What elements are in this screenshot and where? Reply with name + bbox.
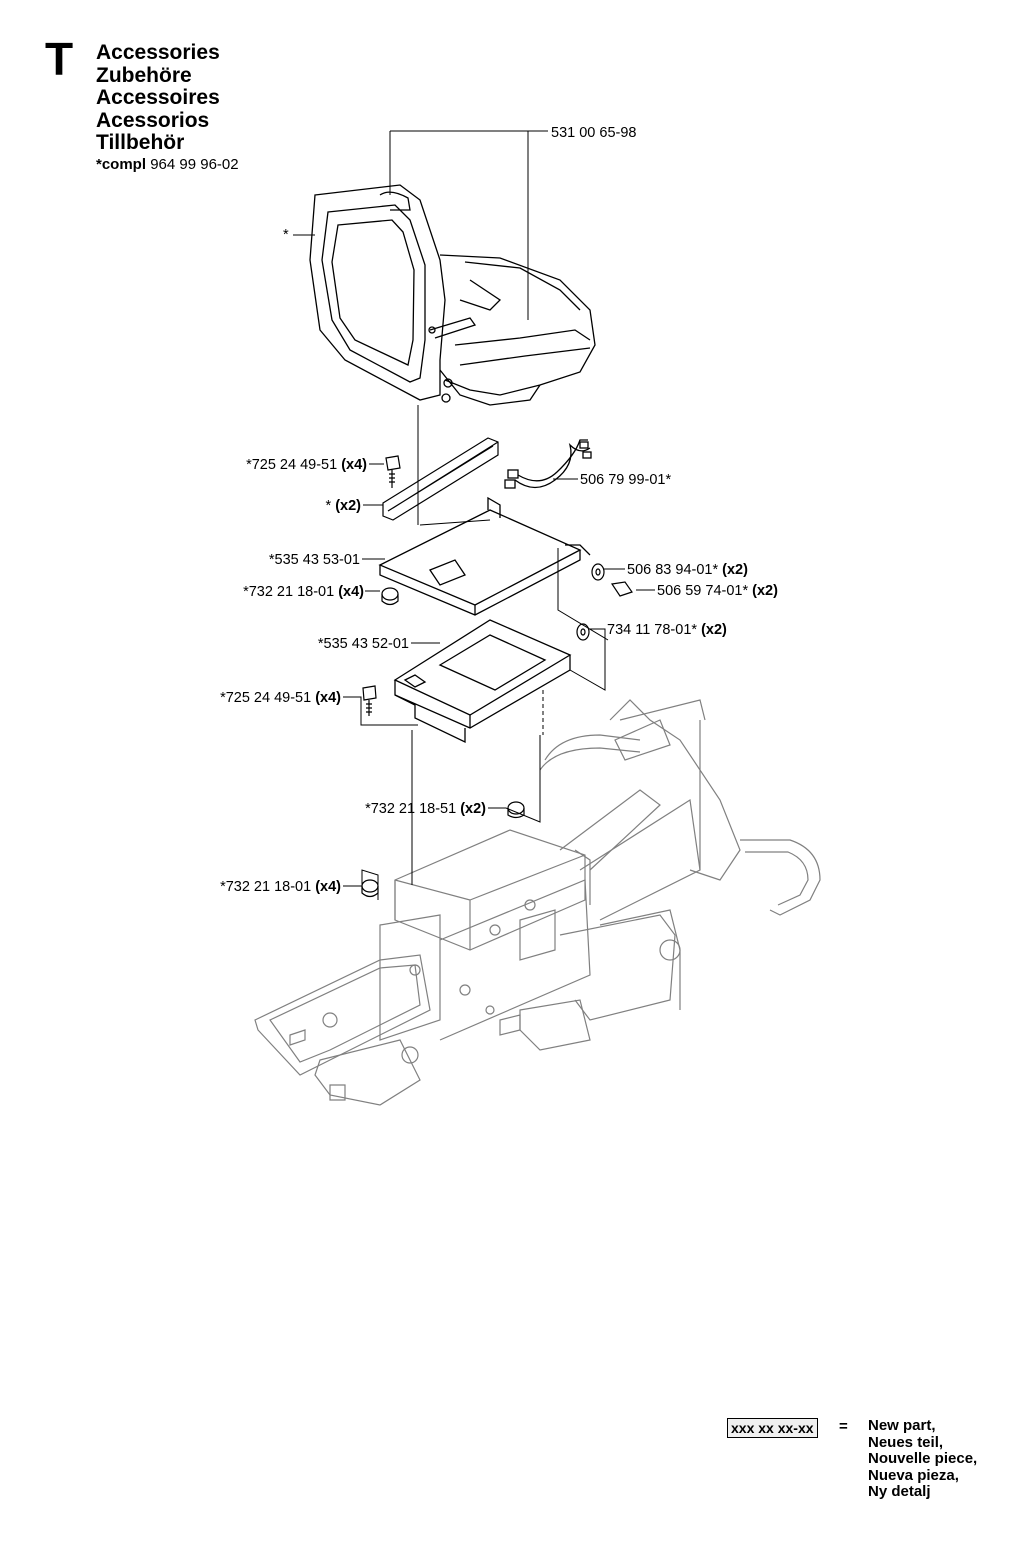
legend-line-sv: Ny detalj — [868, 1483, 931, 1500]
part-label-bolt-mid: *725 24 49-51 (x4) — [220, 690, 341, 706]
legend-text: New part, Neues teil, Nouvelle piece, Nu… — [868, 1417, 978, 1501]
part-label-rail: * (x2) — [326, 498, 362, 514]
compl-prefix: *compl — [96, 155, 147, 173]
part-label-nut-bottom: *732 21 18-01 (x4) — [220, 879, 341, 895]
legend-line-de: Neues teil, — [868, 1433, 944, 1451]
part-label-plate: *535 43 53-01 — [269, 552, 360, 568]
title-en: Accessories — [96, 41, 220, 64]
leader-lines — [293, 130, 655, 900]
legend-line-en: New part, — [868, 1417, 936, 1434]
title-de: Zubehöre — [96, 63, 192, 87]
legend-part-number-box: xxx xx xx-xx — [727, 1418, 818, 1438]
rail-drawing — [382, 437, 499, 521]
part-label-bolt-top: *725 24 49-51 (x4) — [246, 457, 367, 473]
legend-line-fr: Nouvelle piece, — [868, 1450, 978, 1467]
part-label-knob: 506 59 74-01* (x2) — [657, 583, 778, 599]
part-labels: 531 00 65-98 * *725 24 49-51 (x4) * (x2)… — [220, 125, 778, 895]
bracket-drawing — [393, 619, 572, 744]
section-letter: T — [45, 33, 74, 85]
part-label-harness: 506 79 99-01* — [580, 472, 671, 488]
legend-equals: = — [839, 1418, 848, 1435]
legend-line-es: Nueva pieza, — [868, 1466, 959, 1484]
wiring-harness-drawing — [504, 439, 592, 489]
section-titles: Accessories Zubehöre Accessoires Acessor… — [96, 41, 239, 175]
hardware-drawing — [361, 455, 633, 898]
seat-drawing — [309, 184, 596, 406]
title-sv: Tillbehör — [96, 131, 185, 155]
new-part-legend: xxx xx xx-xx = — [727, 1418, 848, 1438]
compl-number: 964 99 96-02 — [150, 155, 239, 173]
compl-kit-number: *compl 964 99 96-02 — [96, 155, 239, 175]
title-pt: Acessorios — [96, 108, 210, 132]
part-label-nut-mid: *732 21 18-51 (x2) — [365, 801, 486, 817]
part-label-bracket: *535 43 52-01 — [318, 636, 409, 652]
title-fr: Accessoires — [96, 86, 220, 110]
part-label-seat-star: * — [283, 227, 289, 243]
part-label-seat: 531 00 65-98 — [551, 125, 636, 141]
plate-drawing — [378, 496, 591, 616]
part-label-washer-a: 506 83 94-01* (x2) — [627, 562, 748, 578]
part-label-nut-top: *732 21 18-01 (x4) — [243, 584, 364, 600]
part-label-washer-b: 734 11 78-01* (x2) — [607, 622, 727, 638]
tractor-frame-drawing — [254, 699, 821, 1106]
